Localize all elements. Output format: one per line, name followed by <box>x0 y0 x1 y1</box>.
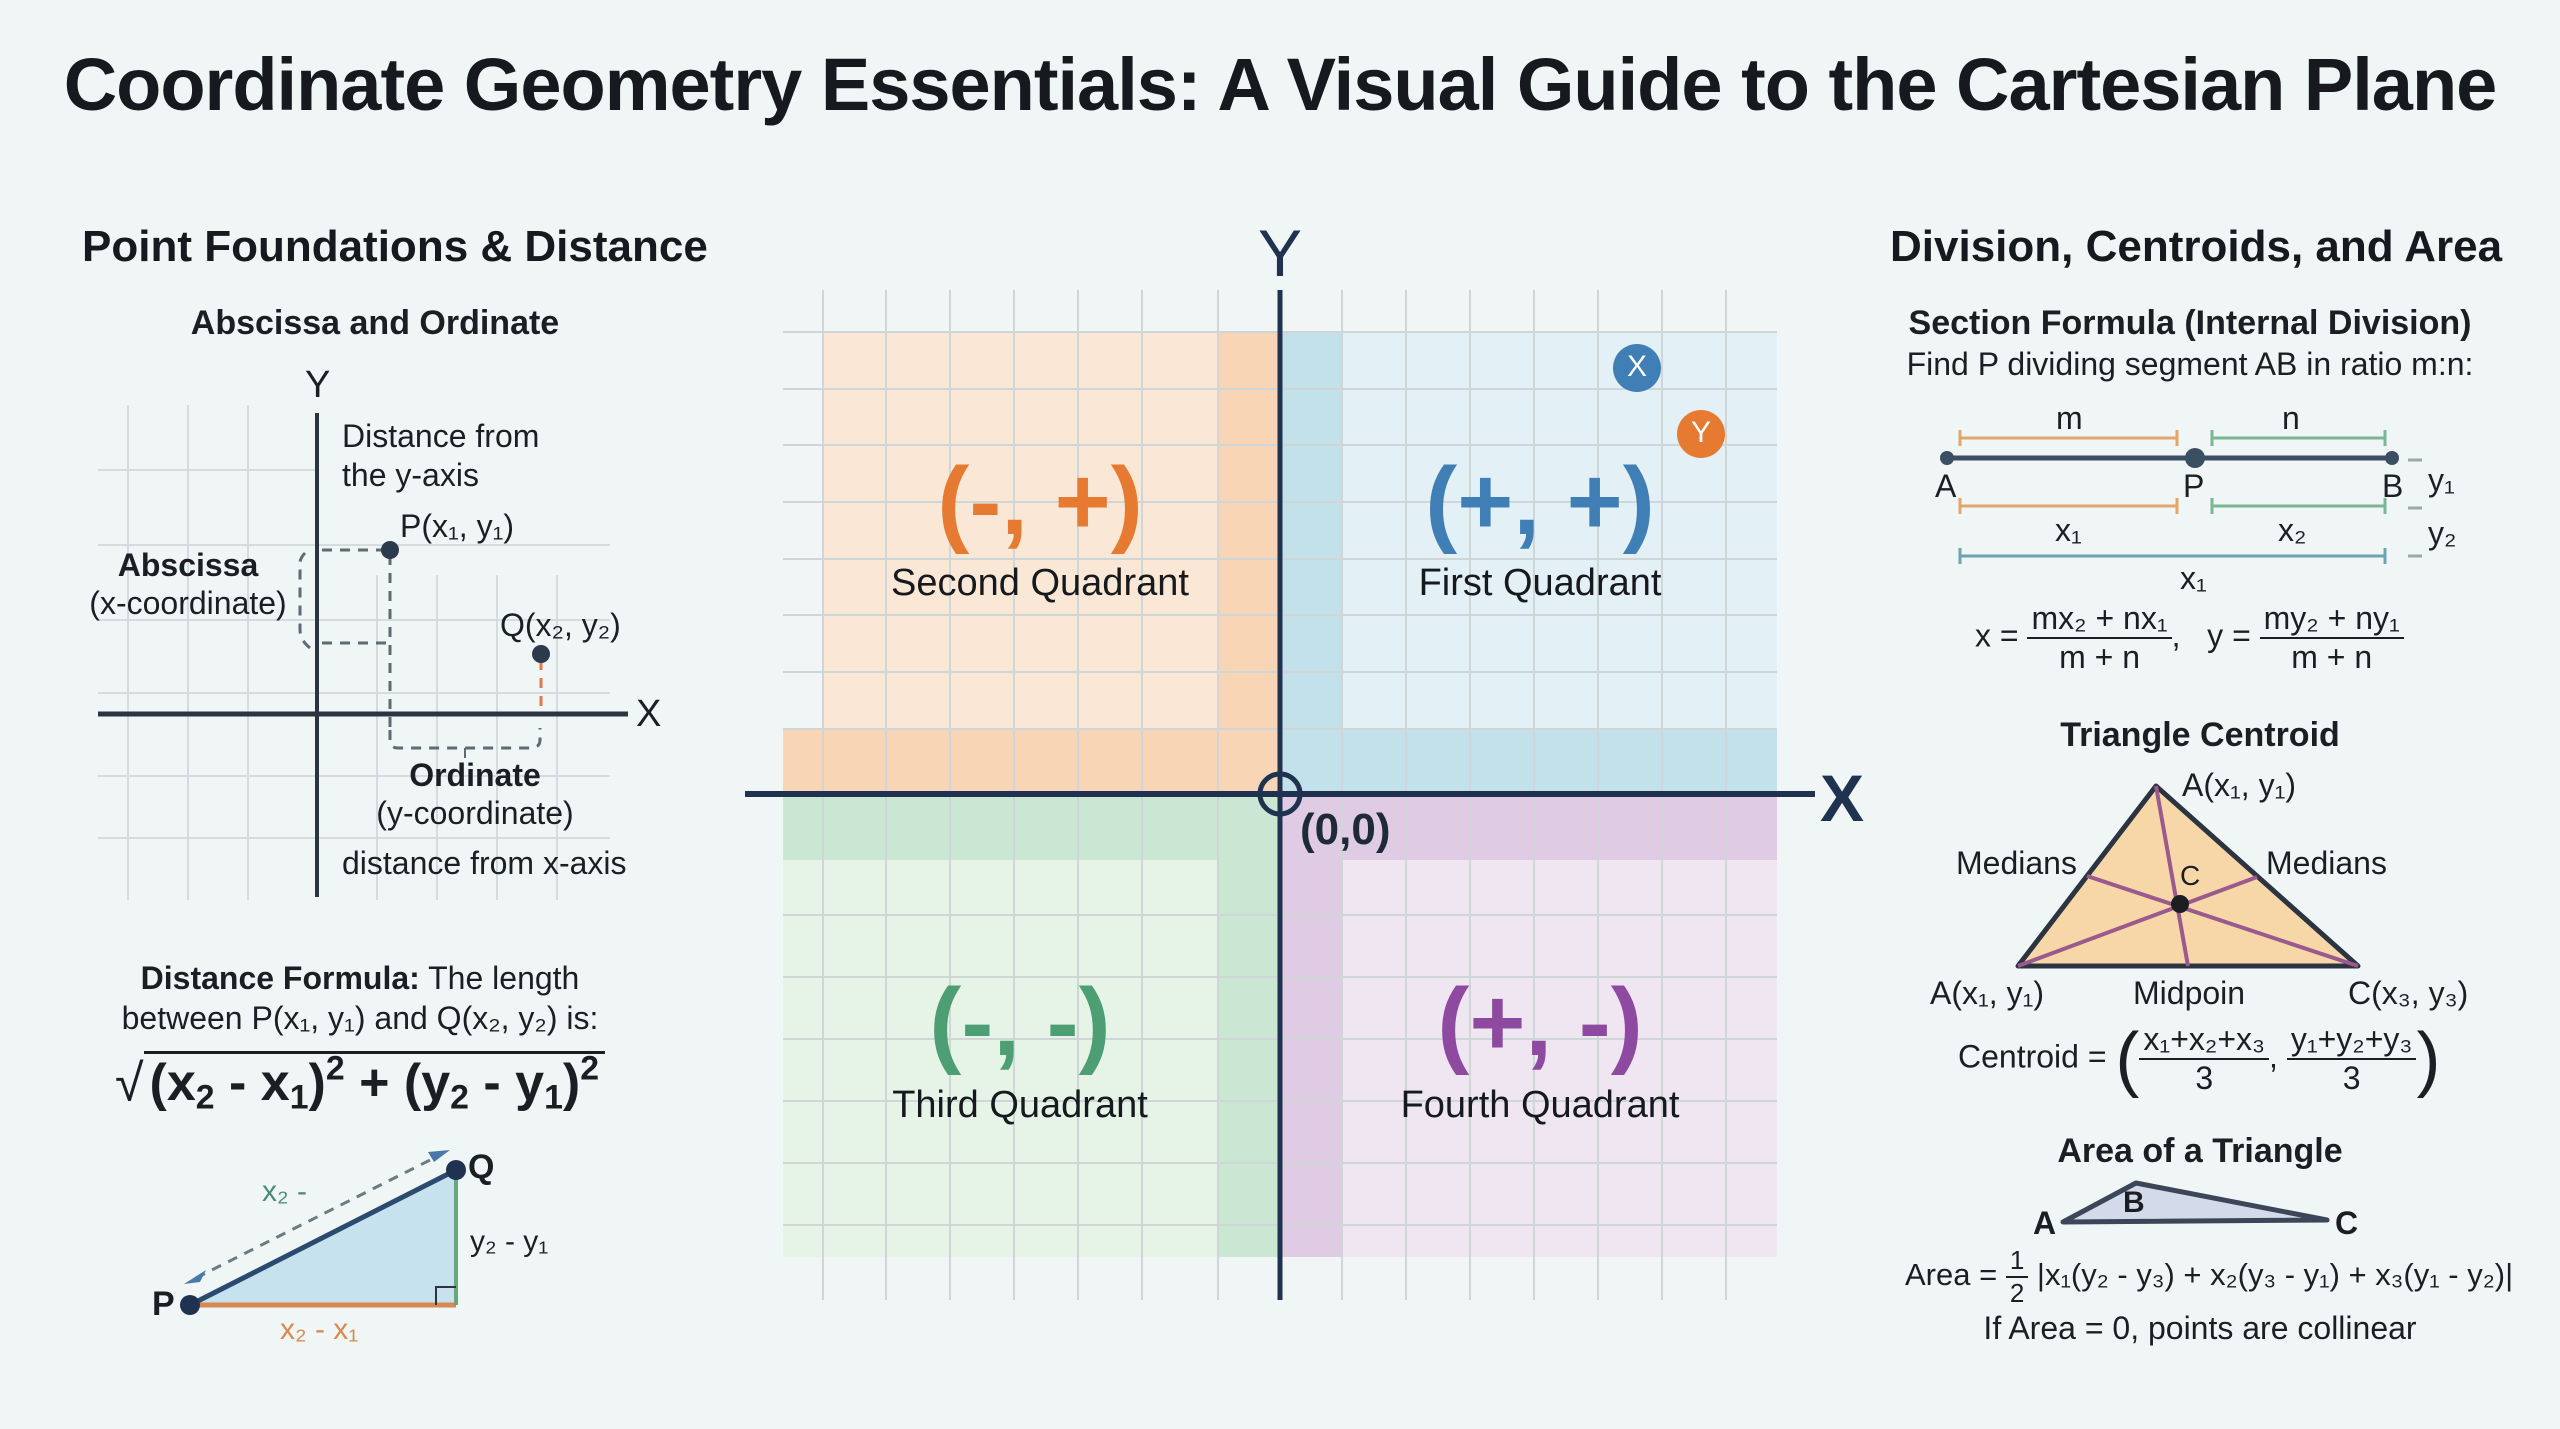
ordinate-label: Ordinate <box>409 757 541 793</box>
section-y-den: m + n <box>2291 639 2373 675</box>
segment-label-y1: y₁ <box>2428 462 2455 498</box>
segment-label-x1-total: x₁ <box>2180 560 2207 596</box>
section-y-num: my₂ + ny₁ <box>2259 600 2404 639</box>
second-quadrant-sign: (-, +) <box>937 448 1143 555</box>
area-half-den: 2 <box>2009 1278 2025 1308</box>
left-x-axis-label: X <box>636 693 662 735</box>
centroid-x-num: x₁+x₂+x₃ <box>2139 1021 2270 1060</box>
second-quadrant-name: Second Quadrant <box>891 562 1189 604</box>
centroid-formula-lhs: Centroid = <box>1958 1038 2107 1075</box>
point-q-label: Q(x₂, y₂) <box>500 607 621 643</box>
medians-label-left: Medians <box>1956 845 2077 881</box>
section-y-lhs: y = <box>2207 617 2251 654</box>
area-formula-lhs: Area = <box>1905 1257 1998 1293</box>
first-quadrant-fill <box>1280 332 1777 795</box>
centroid-midpoint-label: Midpoin <box>2133 975 2246 1011</box>
area-label-c: C <box>2335 1205 2359 1241</box>
third-quadrant-name: Third Quadrant <box>892 1084 1148 1126</box>
origin-label: (0,0) <box>1300 805 1391 854</box>
section-formula-desc: Find P dividing segment AB in ratio m:n: <box>1906 346 2474 382</box>
distance-formula: √(x2 - x1)2 + (y2 - y1)2 <box>100 1050 620 1118</box>
origin-marker <box>1257 771 1303 817</box>
abscissa-label: Abscissa <box>117 547 259 583</box>
area-label-a: A <box>2033 1205 2057 1241</box>
distance-from-y-line2: the y-axis <box>342 457 479 493</box>
badge-y-circle <box>1677 410 1725 458</box>
third-quadrant-fill <box>783 795 1280 1257</box>
segment-label-m: m <box>2056 400 2083 436</box>
second-quadrant-fill <box>823 332 1280 795</box>
point-q-dot <box>532 645 550 663</box>
vertical-leg-label: y₂ - y₁ <box>470 1225 549 1258</box>
segment-label-x1: x₁ <box>2055 512 2082 548</box>
segment-label-x2: x₂ <box>2278 512 2307 548</box>
distance-formula-line2: between P(x₁, y₁) and Q(x₂, y₂) is: <box>121 1000 599 1036</box>
fourth-quadrant-name: Fourth Quadrant <box>1400 1084 1680 1126</box>
abscissa-sub: (x-coordinate) <box>89 585 287 621</box>
third-quadrant-sign: (-, -) <box>929 969 1111 1076</box>
centroid-vertex-left: A(x₁, y₁) <box>1930 975 2045 1011</box>
page-title: Coordinate Geometry Essentials: A Visual… <box>63 43 2498 126</box>
fourth-quadrant-sign: (+, -) <box>1437 969 1643 1076</box>
centroid-vertex-right: C(x₃, y₃) <box>2348 975 2469 1011</box>
distance-formula-lead: Distance Formula: The length <box>80 960 640 997</box>
fourth-quadrant-fill <box>1280 795 1777 1257</box>
ordinate-desc: distance from x-axis <box>342 845 627 881</box>
segment-label-b: B <box>2382 468 2404 504</box>
centroid-y-den: 3 <box>2342 1060 2361 1096</box>
horizontal-leg-label: x₂ - x₁ <box>280 1313 359 1346</box>
first-quadrant-name: First Quadrant <box>1418 562 1662 604</box>
section-x-num: mx₂ + nx₁ <box>2027 600 2172 639</box>
segment-label-p: P <box>2183 468 2205 504</box>
segment-label-n: n <box>2282 400 2300 436</box>
left-y-axis-label: Y <box>305 364 331 406</box>
hypotenuse-label: x₂ - <box>262 1175 307 1208</box>
distance-from-y-line1: Distance from <box>342 418 540 454</box>
centroid-vertex-top: A(x₁, y₁) <box>2182 767 2297 803</box>
badge-x: X <box>1626 350 1647 383</box>
abscissa-ordinate-heading: Abscissa and Ordinate <box>190 304 560 342</box>
area-heading: Area of a Triangle <box>2057 1132 2343 1170</box>
left-panel-heading: Point Foundations & Distance <box>82 222 708 271</box>
segment-label-y2: y₂ <box>2428 515 2457 551</box>
area-formula-body: |x₁(y₂ - y₃) + x₂(y₃ - y₁) + x₃(y₁ - y₂)… <box>2036 1257 2514 1293</box>
medians-label-right: Medians <box>2266 845 2387 881</box>
section-x-lhs: x = <box>1975 617 2019 654</box>
distance-formula-lead-bold: Distance Formula: <box>140 960 420 996</box>
centroid-heading: Triangle Centroid <box>2060 716 2340 754</box>
segment-label-a: A <box>1935 468 1957 504</box>
centroid-x-den: 3 <box>2195 1060 2214 1096</box>
main-x-axis-label: X <box>1820 761 1865 835</box>
point-p-dot <box>381 541 399 559</box>
main-y-axis-label: Y <box>1258 216 1303 290</box>
triangle-point-q: Q <box>468 1148 495 1186</box>
point-p-label: P(x₁, y₁) <box>400 508 515 544</box>
area-label-b: B <box>2123 1186 2145 1219</box>
ordinate-sub: (y-coordinate) <box>376 795 574 831</box>
centroid-center-label: C <box>2180 860 2201 891</box>
right-panel-heading: Division, Centroids, and Area <box>1890 222 2503 271</box>
section-formula-heading: Section Formula (Internal Division) <box>1908 304 2472 342</box>
distance-formula-lead-rest: The length <box>419 960 580 996</box>
area-collinear-note: If Area = 0, points are collinear <box>1983 1310 2417 1346</box>
section-x-den: m + n <box>2059 639 2140 675</box>
badge-y: Y <box>1690 416 1711 449</box>
centroid-y-num: y₁+y₂+y₃ <box>2286 1021 2417 1060</box>
area-half-num: 1 <box>2005 1245 2029 1278</box>
first-quadrant-sign: (+, +) <box>1425 448 1655 555</box>
badge-x-circle <box>1613 344 1661 392</box>
triangle-point-p: P <box>152 1285 175 1323</box>
